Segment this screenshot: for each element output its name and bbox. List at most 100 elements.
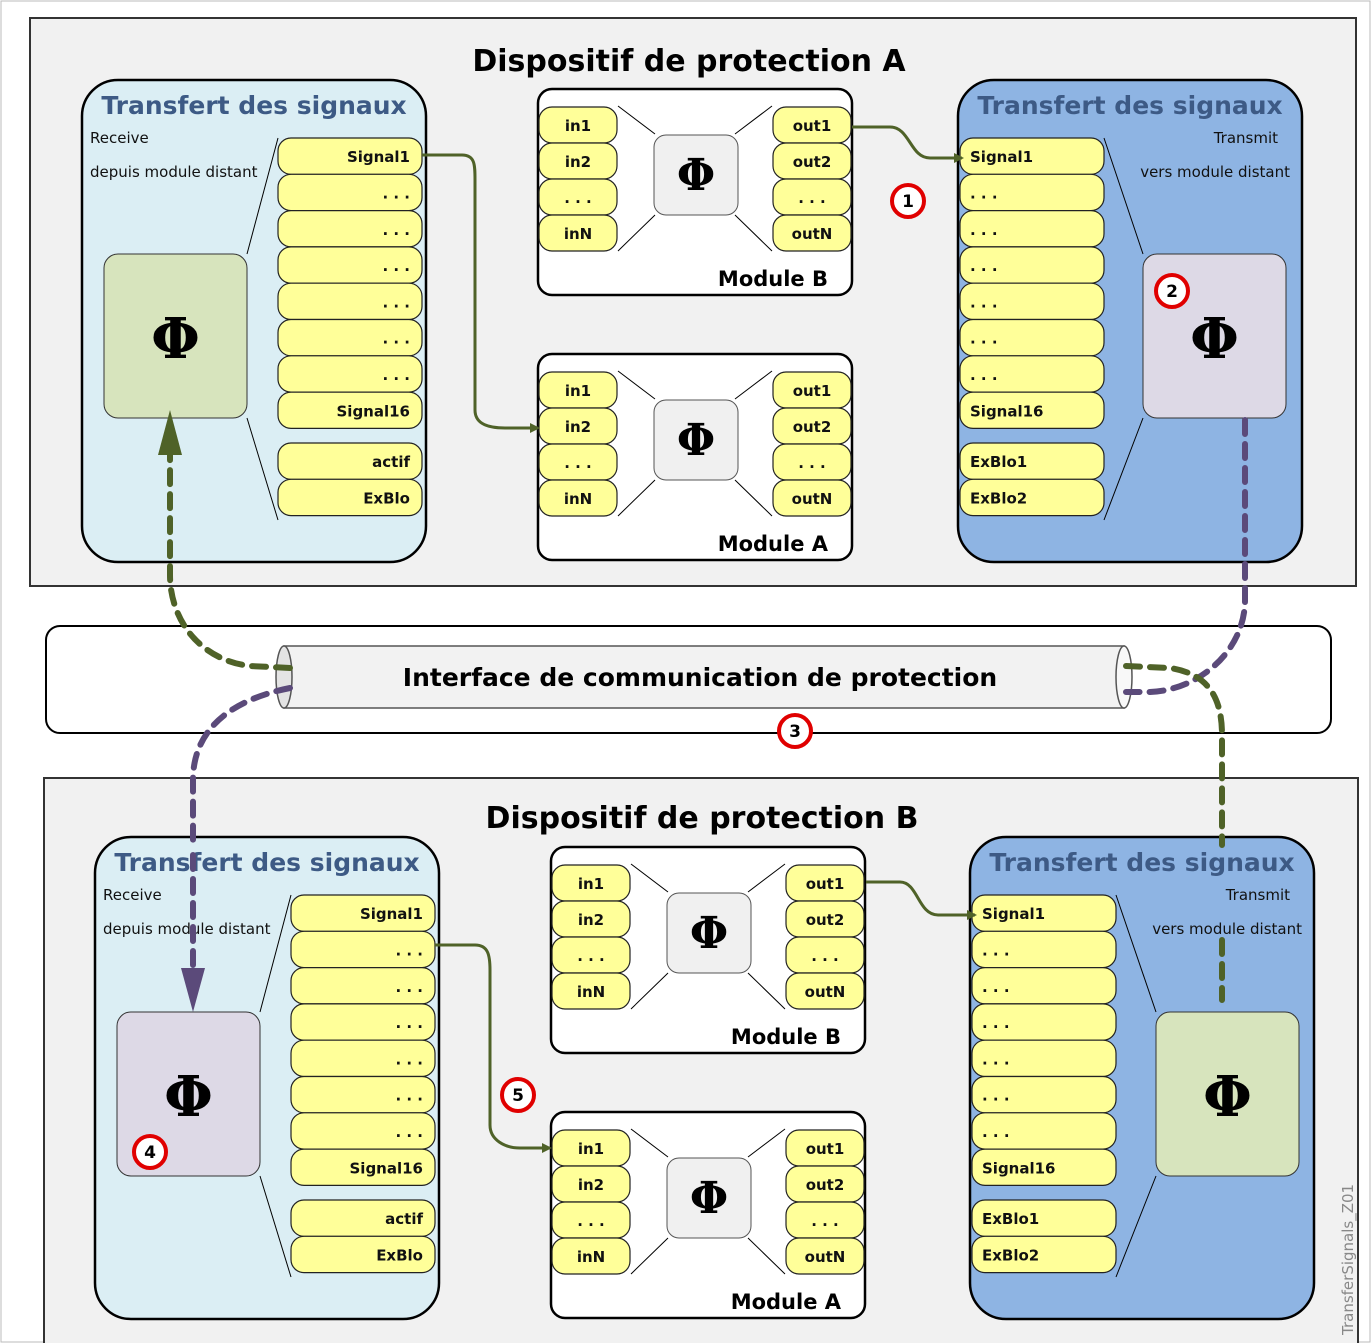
transfer-signal-row: . . . — [959, 282, 1105, 321]
transfer-line1: Receive — [90, 129, 149, 147]
transfer-extra-row-bg — [971, 1235, 1117, 1274]
module-input: in1 — [538, 371, 618, 409]
transfer-signal-row-text: . . . — [982, 1014, 1010, 1032]
communication-paths — [167, 417, 1248, 1003]
transfer-signal-row: . . . — [290, 1112, 436, 1150]
transfer-title: Transfert des signaux — [114, 848, 419, 877]
transfer-signal-row-text: . . . — [382, 184, 410, 202]
transfer-signal-row: Signal16 — [290, 1148, 436, 1186]
transfer-signal-row: . . . — [971, 1003, 1117, 1041]
module-label: Module B — [718, 267, 828, 291]
module-phi-box — [666, 892, 752, 974]
communication-interface: Interface de communication de protection — [45, 625, 1332, 734]
transfer-signal-row: . . . — [290, 930, 436, 969]
transfer-signal-row-text: . . . — [395, 1123, 423, 1141]
module-input: in2 — [538, 142, 618, 180]
arrow-head-down-b — [181, 968, 205, 1012]
transfer-line2: depuis module distant — [90, 163, 258, 181]
module-output-text: . . . — [798, 454, 826, 472]
device-a-title: Dispositif de protection A — [472, 44, 906, 79]
step-marker-ring — [1154, 273, 1190, 309]
step-marker-ring — [777, 713, 813, 749]
step-marker-number: 1 — [902, 192, 914, 212]
transfer-signal-row: Signal1 — [959, 137, 1105, 175]
transfer-signal-row-text: Signal16 — [970, 402, 1044, 420]
transfer-signal-row: . . . — [277, 210, 423, 248]
module-output-text: out1 — [806, 1140, 845, 1158]
module-output: out1 — [772, 371, 852, 409]
transfer-signal-row-text: . . . — [970, 184, 998, 202]
module-output: out2 — [785, 900, 865, 938]
module-label: Module A — [718, 532, 829, 556]
transfer-signal-row-bg — [959, 391, 1105, 430]
transfer-signal-row-bg — [971, 1148, 1117, 1186]
step-marker-3: 3 — [777, 713, 813, 749]
step-marker-number: 3 — [789, 722, 801, 742]
transfer-extra-row-text: ExBlo2 — [970, 489, 1027, 507]
module-phi-box — [653, 134, 739, 216]
route-b-out1-to-tx — [866, 880, 977, 920]
step-marker-number: 2 — [1166, 282, 1178, 302]
transfer-signal-row-text: . . . — [382, 293, 410, 311]
module-input: in2 — [551, 1165, 631, 1203]
diagram-content: Transfert des signaux Receive depuis modul… — [80, 78, 1316, 1321]
transfer-phi-symbol: Φ — [151, 306, 200, 372]
transfer-signal-row-text: . . . — [970, 366, 998, 384]
module-output-text: out2 — [793, 418, 832, 436]
transfer-signal-row-text: . . . — [982, 1087, 1010, 1105]
module-funnel-lines — [617, 370, 773, 517]
module-output-bg — [785, 1237, 865, 1275]
transfer-signal-row-text: Signal1 — [347, 148, 410, 166]
transfer-funnel-lines — [246, 137, 279, 521]
transfer-signal-row-text: Signal1 — [970, 148, 1033, 166]
module-input-text: . . . — [577, 1212, 605, 1230]
module-input: in2 — [551, 900, 631, 938]
step-marker-number: 5 — [512, 1086, 524, 1106]
module-input: . . . — [538, 178, 618, 216]
transfer-signal-row-text: . . . — [382, 366, 410, 384]
module-phi-symbol: Φ — [677, 415, 715, 466]
module-input-bg — [551, 972, 631, 1010]
module-input-text: in1 — [578, 875, 604, 893]
module-output-text: out1 — [806, 875, 845, 893]
module-funnel-lines — [617, 105, 773, 252]
transfer-extra-row: ExBlo2 — [959, 478, 1105, 517]
transfer-line2: vers module distant — [1140, 163, 1290, 181]
module-phi-box — [666, 1157, 752, 1239]
module-output: out2 — [785, 1165, 865, 1203]
transfer-signal-row: . . . — [959, 318, 1105, 357]
interface-label: Interface de communication de protection — [403, 663, 997, 692]
transfer-funnel-lines — [1115, 894, 1157, 1278]
transfer-signal-row: . . . — [971, 966, 1117, 1005]
transfer-signal-row-text: . . . — [382, 330, 410, 348]
transfer-extra-row: ExBlo1 — [959, 442, 1105, 480]
module-input: in1 — [538, 106, 618, 144]
transfer-extra-row-text: actif — [385, 1210, 423, 1228]
transfer-signal-row-text: Signal16 — [337, 402, 411, 420]
transfer-extra-row: actif — [290, 1199, 436, 1237]
step-marker-ring — [500, 1077, 536, 1113]
step-marker-ring — [890, 183, 926, 219]
transfer-signal-row: Signal1 — [971, 894, 1117, 932]
module-input: . . . — [551, 936, 631, 974]
transfer-extra-row: ExBlo — [277, 478, 423, 517]
transfer-signal-row: . . . — [277, 282, 423, 321]
module-input-text: in2 — [578, 1176, 604, 1194]
transfer-signal-row-text: . . . — [395, 1014, 423, 1032]
module-output-text: outN — [792, 225, 833, 243]
module-output: . . . — [772, 443, 852, 481]
transfer-signal-row: . . . — [277, 318, 423, 357]
module-input: in1 — [551, 864, 631, 902]
transfer-signal-row: . . . — [959, 246, 1105, 284]
transfer-signal-row-text: Signal1 — [982, 905, 1045, 923]
transfer-signal-row-text: . . . — [982, 1123, 1010, 1141]
transfer-phi-symbol: Φ — [164, 1064, 213, 1130]
transfer-extra-row: ExBlo — [290, 1235, 436, 1274]
module-input: . . . — [551, 1201, 631, 1239]
side-label: TransferSignals_Z01 — [1339, 1184, 1358, 1336]
transfer-extra-row-text: ExBlo1 — [970, 453, 1027, 471]
transfer-phi-box — [103, 253, 248, 419]
module-output-text: . . . — [798, 189, 826, 207]
